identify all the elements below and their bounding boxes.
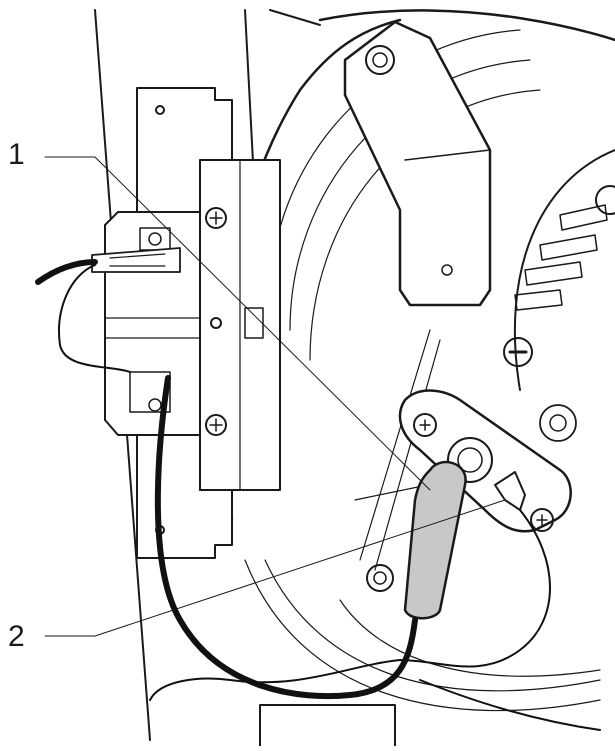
main-cable — [154, 375, 418, 700]
hub-slot-3 — [524, 261, 583, 286]
hub-slot-1 — [559, 204, 608, 231]
wheel-ring-3 — [309, 89, 541, 361]
bracket-screw-right-cross — [536, 514, 548, 526]
mount-screw-top — [205, 207, 227, 229]
upper-lever-hole — [441, 264, 453, 276]
mount-screw-top-slot — [209, 211, 223, 225]
hub-outline — [513, 149, 615, 391]
electrode-cap — [403, 460, 467, 620]
upper-wire — [58, 264, 131, 373]
terminal-screw-bottom — [148, 398, 162, 412]
lower-plate-bolt — [366, 564, 394, 592]
wheel-ring-2 — [289, 59, 531, 331]
mount-tab — [244, 307, 264, 339]
bracket-screw-left — [413, 413, 437, 437]
bracket-screw-left-cross — [419, 419, 431, 431]
mount-hole-mid — [210, 317, 222, 329]
ground-lug — [494, 471, 526, 511]
upper-cable — [35, 259, 98, 285]
electrode-bracket — [398, 389, 572, 533]
lower-plate-bolt-inner — [373, 571, 387, 585]
callout-label-2: 2 — [8, 620, 25, 653]
upper-lever — [343, 20, 492, 307]
wheel-ring-6 — [339, 599, 601, 677]
callout-label-1: 1 — [8, 138, 25, 171]
hub-pin-inner — [549, 414, 567, 432]
upper-lever-bolt-inner — [372, 52, 388, 68]
bracket-hole-top — [155, 105, 165, 115]
plug-detail — [109, 253, 166, 267]
hub-slot-4 — [514, 289, 563, 311]
right-screw-top — [595, 185, 615, 215]
mount-screw-bottom-slot — [209, 418, 223, 432]
leader-line-2 — [44, 499, 506, 637]
hub-slot-2 — [539, 234, 598, 261]
ground-wire — [149, 509, 551, 701]
bracket-screw-right — [530, 508, 554, 532]
terminal-screw-top — [148, 232, 162, 246]
connector-bottom-terminal — [129, 371, 171, 413]
connector-block — [104, 211, 201, 436]
electrode-boss — [447, 437, 493, 483]
upper-lever-fold — [404, 149, 491, 161]
hub-bolt — [503, 337, 533, 367]
ground-wire-tail — [419, 679, 601, 731]
electrode-boss-inner — [457, 447, 483, 473]
housing-line-right-top — [269, 9, 321, 26]
mount-screw-bottom — [205, 414, 227, 436]
hub-pin — [539, 404, 577, 442]
wheel-ring-4 — [244, 559, 601, 712]
upper-lever-bolt — [365, 45, 395, 75]
leader-line-1 — [44, 156, 431, 491]
base-part — [259, 704, 396, 747]
